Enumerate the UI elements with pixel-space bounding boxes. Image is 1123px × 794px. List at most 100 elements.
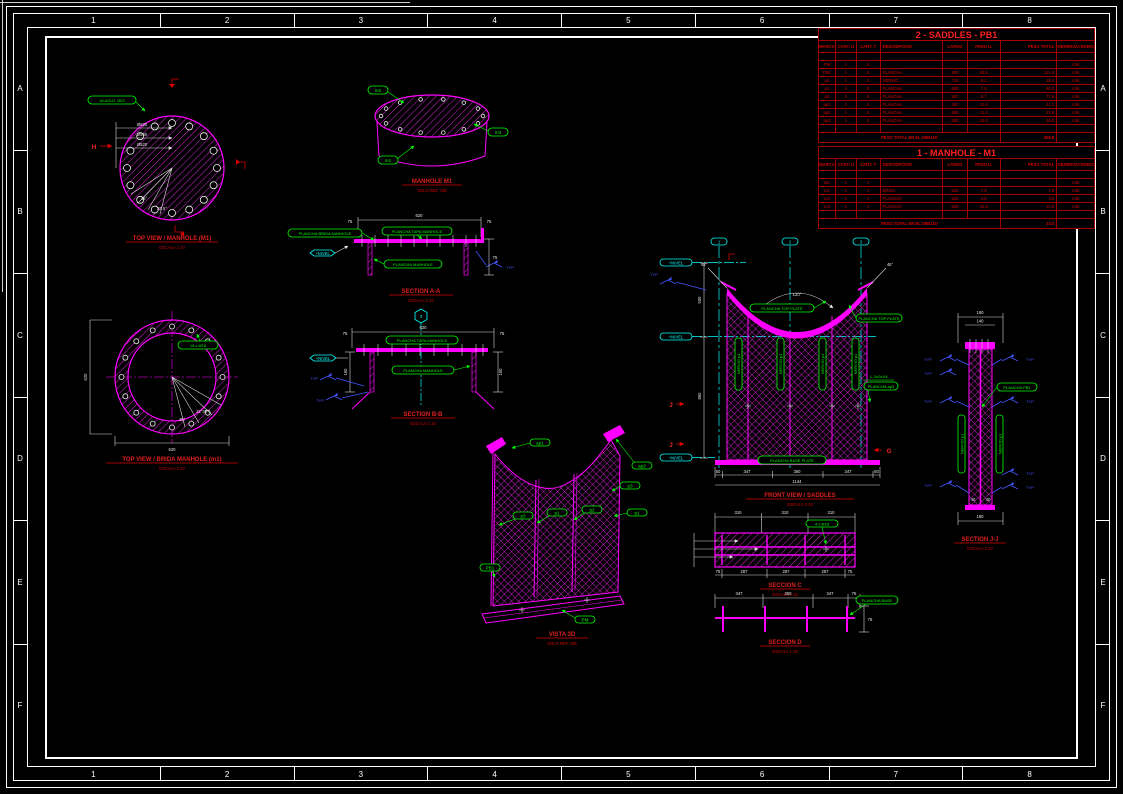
dim-total: 1144	[792, 479, 802, 484]
table-cell: 597	[943, 93, 968, 100]
svg-text:PLANCHA MANHOLE: PLANCHA MANHOLE	[403, 368, 443, 373]
table-header: LARGO	[943, 159, 968, 170]
table-cell: 10.6	[1001, 203, 1058, 210]
table-cell: A36	[1071, 180, 1080, 185]
footer-value: 23.0	[1001, 219, 1058, 228]
table-cell	[819, 211, 836, 218]
horn-cap-left	[486, 437, 506, 454]
hole-callout: 16 AGUJ. Ø22	[87, 95, 146, 112]
table-cell	[881, 61, 944, 68]
svg-text:310: 310	[828, 510, 836, 515]
svg-text:347: 347	[845, 469, 853, 474]
dim-right: 75	[493, 255, 498, 260]
svg-text:350: 350	[794, 469, 802, 474]
table-cell: m1	[819, 187, 836, 194]
table-cell: NERVIO	[881, 77, 944, 84]
table-cell	[857, 171, 881, 178]
label-base-plate: PLANCHA BASE PLATE	[757, 455, 827, 465]
view-saddle-front: 1 2 3 +NIVEL +NIVEL +NIVEL 500	[646, 226, 904, 518]
angle-label-1: 22°30'	[196, 409, 208, 414]
table-cell: A36	[1071, 196, 1080, 201]
grid-label-1: 1	[91, 15, 96, 25]
table-cell: A36	[1071, 188, 1080, 193]
body-left-edge	[490, 451, 494, 607]
svg-text:PLANCHA TOP PLATE: PLANCHA TOP PLATE	[858, 316, 900, 321]
scale-text: ESCALA 1:10	[772, 592, 798, 597]
table-cell	[1001, 53, 1058, 60]
table-cell: 4	[836, 93, 857, 100]
table-cell	[1057, 53, 1094, 60]
section-mark-bottom	[174, 225, 184, 237]
svg-text:1: 1	[718, 240, 721, 245]
footer-value: 358.8	[1001, 133, 1058, 142]
dim-bottom: 180	[977, 514, 985, 519]
grid-label-8: 8	[962, 767, 1096, 781]
svg-text:PM: PM	[582, 618, 589, 623]
svg-text:p1: p1	[634, 511, 640, 516]
table-cell: A36	[1071, 94, 1080, 99]
view-section-b: 3 620 75 75	[306, 306, 526, 428]
table-cell: m2	[819, 195, 836, 202]
table-cell: p3	[819, 93, 836, 100]
weld-symbol: TYP	[650, 272, 707, 291]
table-cell: 2	[857, 69, 881, 76]
table-header: CANT. U	[836, 41, 857, 52]
table-cell: PLANCHA	[881, 195, 944, 202]
svg-text:3: 3	[420, 314, 423, 319]
grid-label-6: 6	[694, 13, 829, 27]
view-title: SECCION C ESCALA 1:10	[760, 583, 810, 597]
dimensions-right: 160	[493, 351, 503, 393]
table-cell: 60.0	[1001, 85, 1058, 92]
cylinder-left	[376, 121, 380, 157]
view-title: TOP VIEW / BRIDA MANHOLE (m1) ESCALA 1:1…	[106, 457, 238, 471]
dim-top: 620	[420, 325, 428, 330]
dim-od: Ø620	[137, 122, 148, 127]
level-flag: +NIVEL	[309, 354, 348, 362]
svg-text:4 x Ø18: 4 x Ø18	[815, 522, 830, 527]
table-cell: 2	[857, 101, 881, 108]
table-cell	[943, 125, 968, 132]
svg-text:PLANCHA TOP PLATE: PLANCHA TOP PLATE	[761, 306, 803, 311]
view-title: SECTION J-J ESCALA 1:10	[954, 537, 1006, 551]
table-cell: 900	[943, 69, 968, 76]
view-title: SECCION D ESCALA 1:10	[760, 640, 810, 654]
table-header: OBSERVACIONES	[1057, 44, 1094, 49]
bottom-plate	[965, 505, 995, 510]
section-marks: J J G	[669, 253, 892, 455]
table-cell: 520	[943, 195, 968, 202]
svg-text:TYP: TYP	[1026, 485, 1034, 490]
balloon-3: 3	[414, 308, 428, 406]
table-cell: 2	[857, 109, 881, 116]
grid-label-E: E	[1096, 520, 1110, 644]
table-header: OBSERVACIONES	[1057, 162, 1094, 167]
table-header: PESO TOTAL	[1001, 41, 1058, 52]
dim-right: 75	[868, 617, 873, 622]
table-cell: 4	[836, 85, 857, 92]
grid-label-1: 1	[91, 769, 96, 779]
label-tapa: PLANCHA TAPA MANHOLE	[385, 335, 459, 345]
table-cell: PB1	[819, 69, 836, 76]
paper-edge-top	[0, 2, 410, 3]
svg-text:PB1: PB1	[486, 566, 495, 571]
table-cell: 1	[836, 187, 857, 194]
svg-text:TYP: TYP	[1026, 471, 1034, 476]
svg-text:+NIVEL: +NIVEL	[669, 456, 684, 461]
table-cell	[836, 125, 857, 132]
grid-label-4: 4	[427, 767, 561, 781]
dim-left: 160	[343, 368, 348, 376]
scale-text: ESCALA 1:10	[967, 546, 993, 551]
dim-end-2: 75	[487, 219, 492, 224]
svg-text:TYP: TYP	[1026, 399, 1034, 404]
svg-text:+NIVEL: +NIVEL	[669, 335, 684, 340]
table-cell: 121.0	[1001, 69, 1058, 76]
horn-cap-left	[720, 281, 737, 291]
manhole-flange-iso	[374, 94, 490, 138]
table-cell: 7.9	[1001, 187, 1058, 194]
